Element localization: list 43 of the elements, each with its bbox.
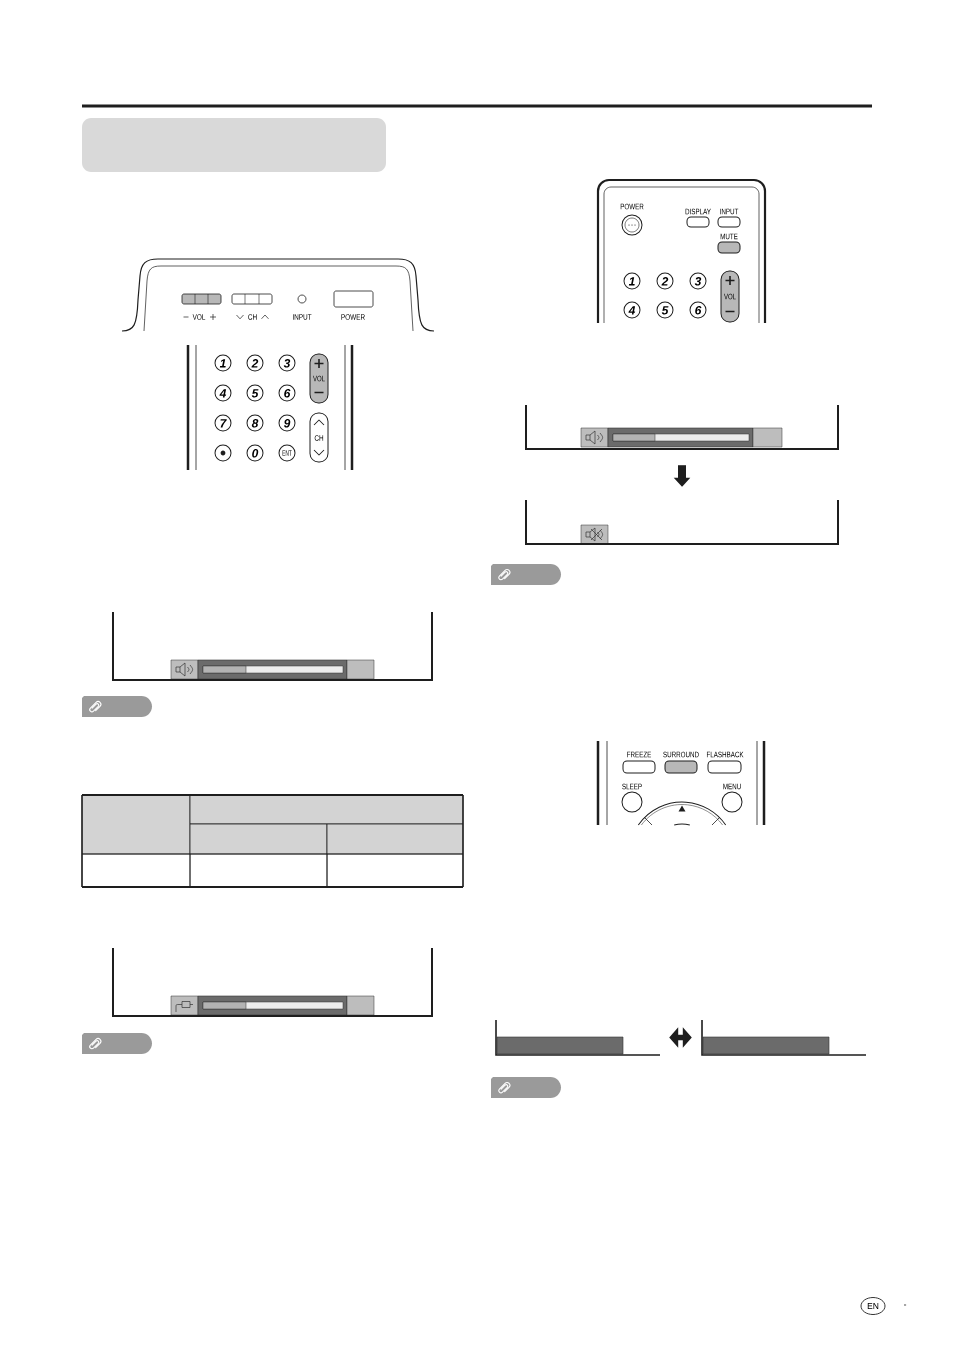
volume-rocker: VOL [720, 270, 740, 323]
screen-display [525, 499, 839, 545]
button-label: SURROUND [663, 751, 699, 758]
heading-band [82, 118, 386, 172]
channel-rocker: CH [309, 412, 329, 463]
button-label: SLEEP [622, 783, 642, 790]
number-button: 4 [623, 301, 641, 319]
number-button: 2 [246, 354, 264, 372]
screen-display [112, 611, 433, 681]
number-button: 7 [214, 414, 232, 432]
control-label: POWER [341, 314, 365, 320]
number-button: 5 [656, 301, 674, 319]
button-label: INPUT [720, 208, 739, 215]
enter-button: ENT [278, 444, 296, 462]
control-label: INPUT [293, 314, 312, 320]
language-badge: EN [860, 1297, 886, 1315]
button-label: POWER [620, 203, 644, 210]
status-display [495, 1019, 661, 1056]
number-button: 3 [278, 354, 296, 372]
number-button: 0 [246, 444, 264, 462]
button-label: MENU [723, 783, 741, 790]
number-button: 8 [246, 414, 264, 432]
number-button: 6 [278, 384, 296, 402]
number-button: 5 [246, 384, 264, 402]
status-display [701, 1019, 867, 1056]
button-label: FLASHBACK [706, 751, 744, 758]
number-button: 9 [278, 414, 296, 432]
number-button: 3 [689, 272, 707, 290]
page-marker: - [903, 1304, 907, 1306]
double-arrow [669, 1027, 692, 1048]
button-label: MUTE [720, 233, 738, 240]
number-button: 1 [214, 354, 232, 372]
control-label: CH [236, 314, 269, 320]
number-button: 2 [656, 272, 674, 290]
control-label: VOL [183, 313, 217, 321]
number-button: 1 [623, 272, 641, 290]
button-label: FREEZE [627, 751, 652, 758]
screen-display [525, 404, 839, 450]
number-button: 4 [214, 384, 232, 402]
number-button: 6 [689, 301, 707, 319]
volume-rocker: VOL [309, 353, 329, 404]
screen-display [112, 947, 433, 1017]
button-label: DISPLAY [685, 208, 711, 215]
